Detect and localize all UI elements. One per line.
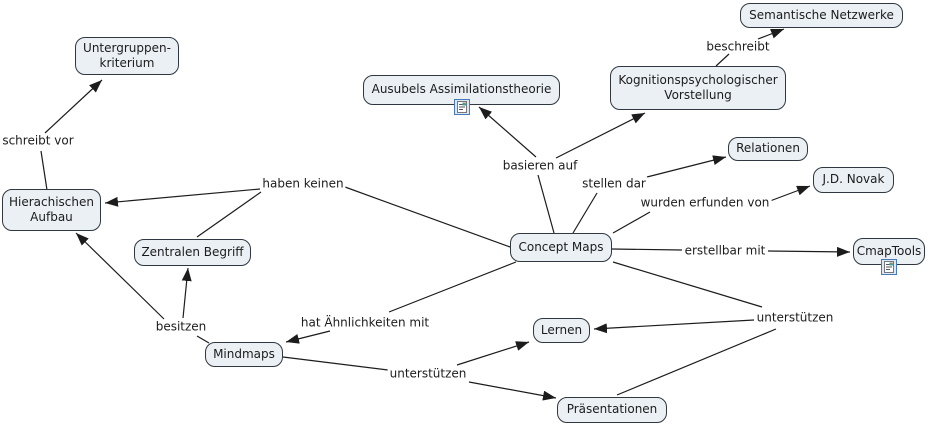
concept-node-label: CmapTools <box>856 243 922 258</box>
edge-line <box>715 53 730 67</box>
concept-node-zentraler-begriff[interactable]: Zentralen Begriff <box>134 239 251 266</box>
linking-phrase-schreibt-vor[interactable]: schreibt vor <box>0 133 76 148</box>
concept-node-label: Semantische Netzwerke <box>749 7 894 22</box>
concept-node-relationen[interactable]: Relationen <box>728 137 808 161</box>
linking-phrase-erstellbar-mit[interactable]: erstellbar mit <box>682 243 768 258</box>
edge-line <box>611 248 683 251</box>
edge-line <box>468 381 557 401</box>
concept-node-label: Untergruppen- kriterium <box>83 40 171 70</box>
edge-line <box>44 79 103 134</box>
edge-line <box>612 261 763 308</box>
edge-line <box>616 328 777 396</box>
edge-line <box>196 335 210 344</box>
edge-line <box>593 319 755 334</box>
concept-node-lernen[interactable]: Lernen <box>533 318 590 343</box>
concept-node-label: Hierachischen Aufbau <box>8 194 94 224</box>
linking-phrase-wurden-erfunden-von[interactable]: wurden erfunden von <box>638 195 772 210</box>
concept-node-semantische-netzwerke[interactable]: Semantische Netzwerke <box>740 3 903 28</box>
edge-line <box>181 267 192 319</box>
concept-node-cmaptools[interactable]: CmapTools <box>853 238 925 275</box>
edge-line <box>478 106 537 158</box>
concept-node-label: Ausubels Assimilationstheorie <box>371 82 552 97</box>
concept-node-label: Zentralen Begriff <box>141 244 244 259</box>
resource-icon[interactable] <box>453 99 470 115</box>
edge-line <box>75 232 165 320</box>
linking-phrase-unterstuetzen-rechts[interactable]: unterstützen <box>754 310 836 325</box>
concept-node-mindmaps[interactable]: Mindmaps <box>205 342 283 367</box>
concept-node-label: Concept Maps <box>518 239 604 254</box>
concept-node-label: Kognitionspsychologischer Vorstellung <box>618 72 778 102</box>
linking-phrase-besitzen[interactable]: besitzen <box>153 319 209 334</box>
linking-phrase-stellen-dar[interactable]: stellen dar <box>580 176 648 191</box>
concept-node-concept-maps[interactable]: Concept Maps <box>510 233 612 262</box>
edge-line <box>344 186 511 248</box>
edge-line <box>572 192 598 234</box>
concept-node-untergruppen-kriterium[interactable]: Untergruppen- kriterium <box>75 37 179 75</box>
edge-line <box>40 150 48 191</box>
concept-node-label: Mindmaps <box>213 346 275 361</box>
edge-line <box>456 341 530 366</box>
edge-line <box>537 174 555 234</box>
linking-phrase-unterstuetzen-unten[interactable]: unterstützen <box>387 366 469 381</box>
edge-line <box>646 155 727 178</box>
edge-line <box>388 261 517 313</box>
concept-node-label: Lernen <box>540 322 583 337</box>
edge-line <box>555 112 646 159</box>
edge-line <box>767 246 851 257</box>
concept-node-label: J.D. Novak <box>822 172 885 187</box>
edge-line <box>104 188 261 207</box>
resource-icon[interactable] <box>881 259 897 275</box>
concept-node-praesentationen[interactable]: Präsentationen <box>557 397 667 423</box>
edge-line <box>282 356 389 371</box>
edge-line <box>285 330 331 344</box>
concept-node-label: Präsentationen <box>566 402 658 417</box>
edge-line <box>196 191 262 238</box>
linking-phrase-beschreibt[interactable]: beschreibt <box>704 39 772 54</box>
concept-node-label: Relationen <box>736 141 800 156</box>
concept-node-hierachischer-aufbau[interactable]: Hierachischen Aufbau <box>2 189 101 231</box>
concept-node-jd-novak[interactable]: J.D. Novak <box>813 167 894 193</box>
linking-phrase-hat-aehnlichkeiten-mit[interactable]: hat Ähnlichkeiten mit <box>298 315 432 330</box>
edge-line <box>612 211 651 234</box>
linking-phrase-basieren-auf[interactable]: basieren auf <box>500 158 580 173</box>
edge-line <box>757 28 785 40</box>
linking-phrase-haben-keinen[interactable]: haben keinen <box>260 176 346 191</box>
concept-node-kognitionspsychologischer-vorstellung[interactable]: Kognitionspsychologischer Vorstellung <box>610 66 786 110</box>
edge-line <box>769 185 811 202</box>
concept-node-ausubels-assimilationstheorie[interactable]: Ausubels Assimilationstheorie <box>363 75 560 115</box>
